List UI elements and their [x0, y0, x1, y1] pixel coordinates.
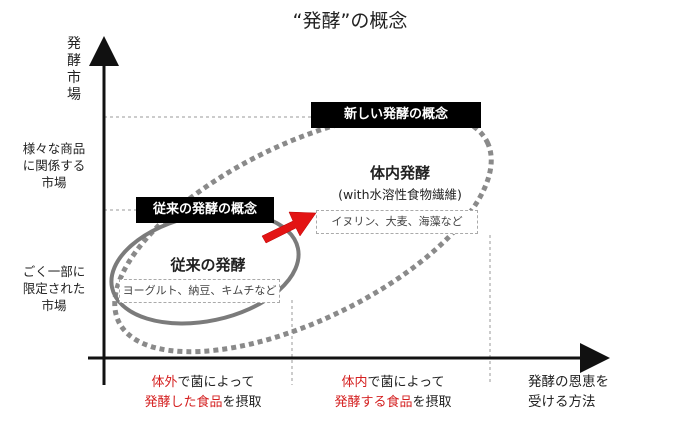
y-tick-broad-market: 様々な商品 に関係する 市場 [22, 141, 86, 190]
y-tick-limited-market: ごく一部に 限定された 市場 [22, 264, 86, 313]
x-axis-label: 発酵の恩恵を 受ける方法 [528, 374, 609, 410]
new-concept-title: 体内発酵 [369, 164, 430, 182]
new-concept-ellipse [112, 109, 494, 355]
traditional-examples-box: ヨーグルト、納豆、キムチなど [119, 279, 280, 303]
traditional-title: 従来の発酵 [170, 256, 246, 274]
x-caption-internal-rest2: を摂取 [412, 395, 452, 410]
x-caption-internal-red1: 体内 [341, 375, 368, 390]
x-caption-external-rest1: で菌によって [177, 375, 255, 390]
diagram-title: “発酵”の概念 [292, 10, 408, 32]
traditional-concept-banner: 従来の発酵の概念 [136, 197, 274, 223]
x-caption-external: 体外で菌によって 発酵した食品を摂取 [128, 373, 278, 413]
transition-arrow [261, 211, 317, 244]
y-axis-label: 発酵市場 [67, 36, 81, 103]
x-caption-external-red2: 発酵した食品 [144, 395, 223, 410]
x-caption-external-red1: 体外 [151, 375, 178, 390]
new-concept-examples-box: イヌリン、大麦、海藻など [316, 210, 478, 234]
new-concept-banner: 新しい発酵の概念 [311, 102, 481, 128]
x-caption-internal-rest1: で菌によって [367, 375, 445, 390]
x-caption-external-rest2: を摂取 [222, 395, 262, 410]
x-caption-internal-red2: 発酵する食品 [334, 395, 413, 410]
new-concept-subtitle: (with水溶性食物繊維) [338, 187, 462, 202]
x-caption-internal: 体内で菌によって 発酵する食品を摂取 [318, 373, 468, 413]
